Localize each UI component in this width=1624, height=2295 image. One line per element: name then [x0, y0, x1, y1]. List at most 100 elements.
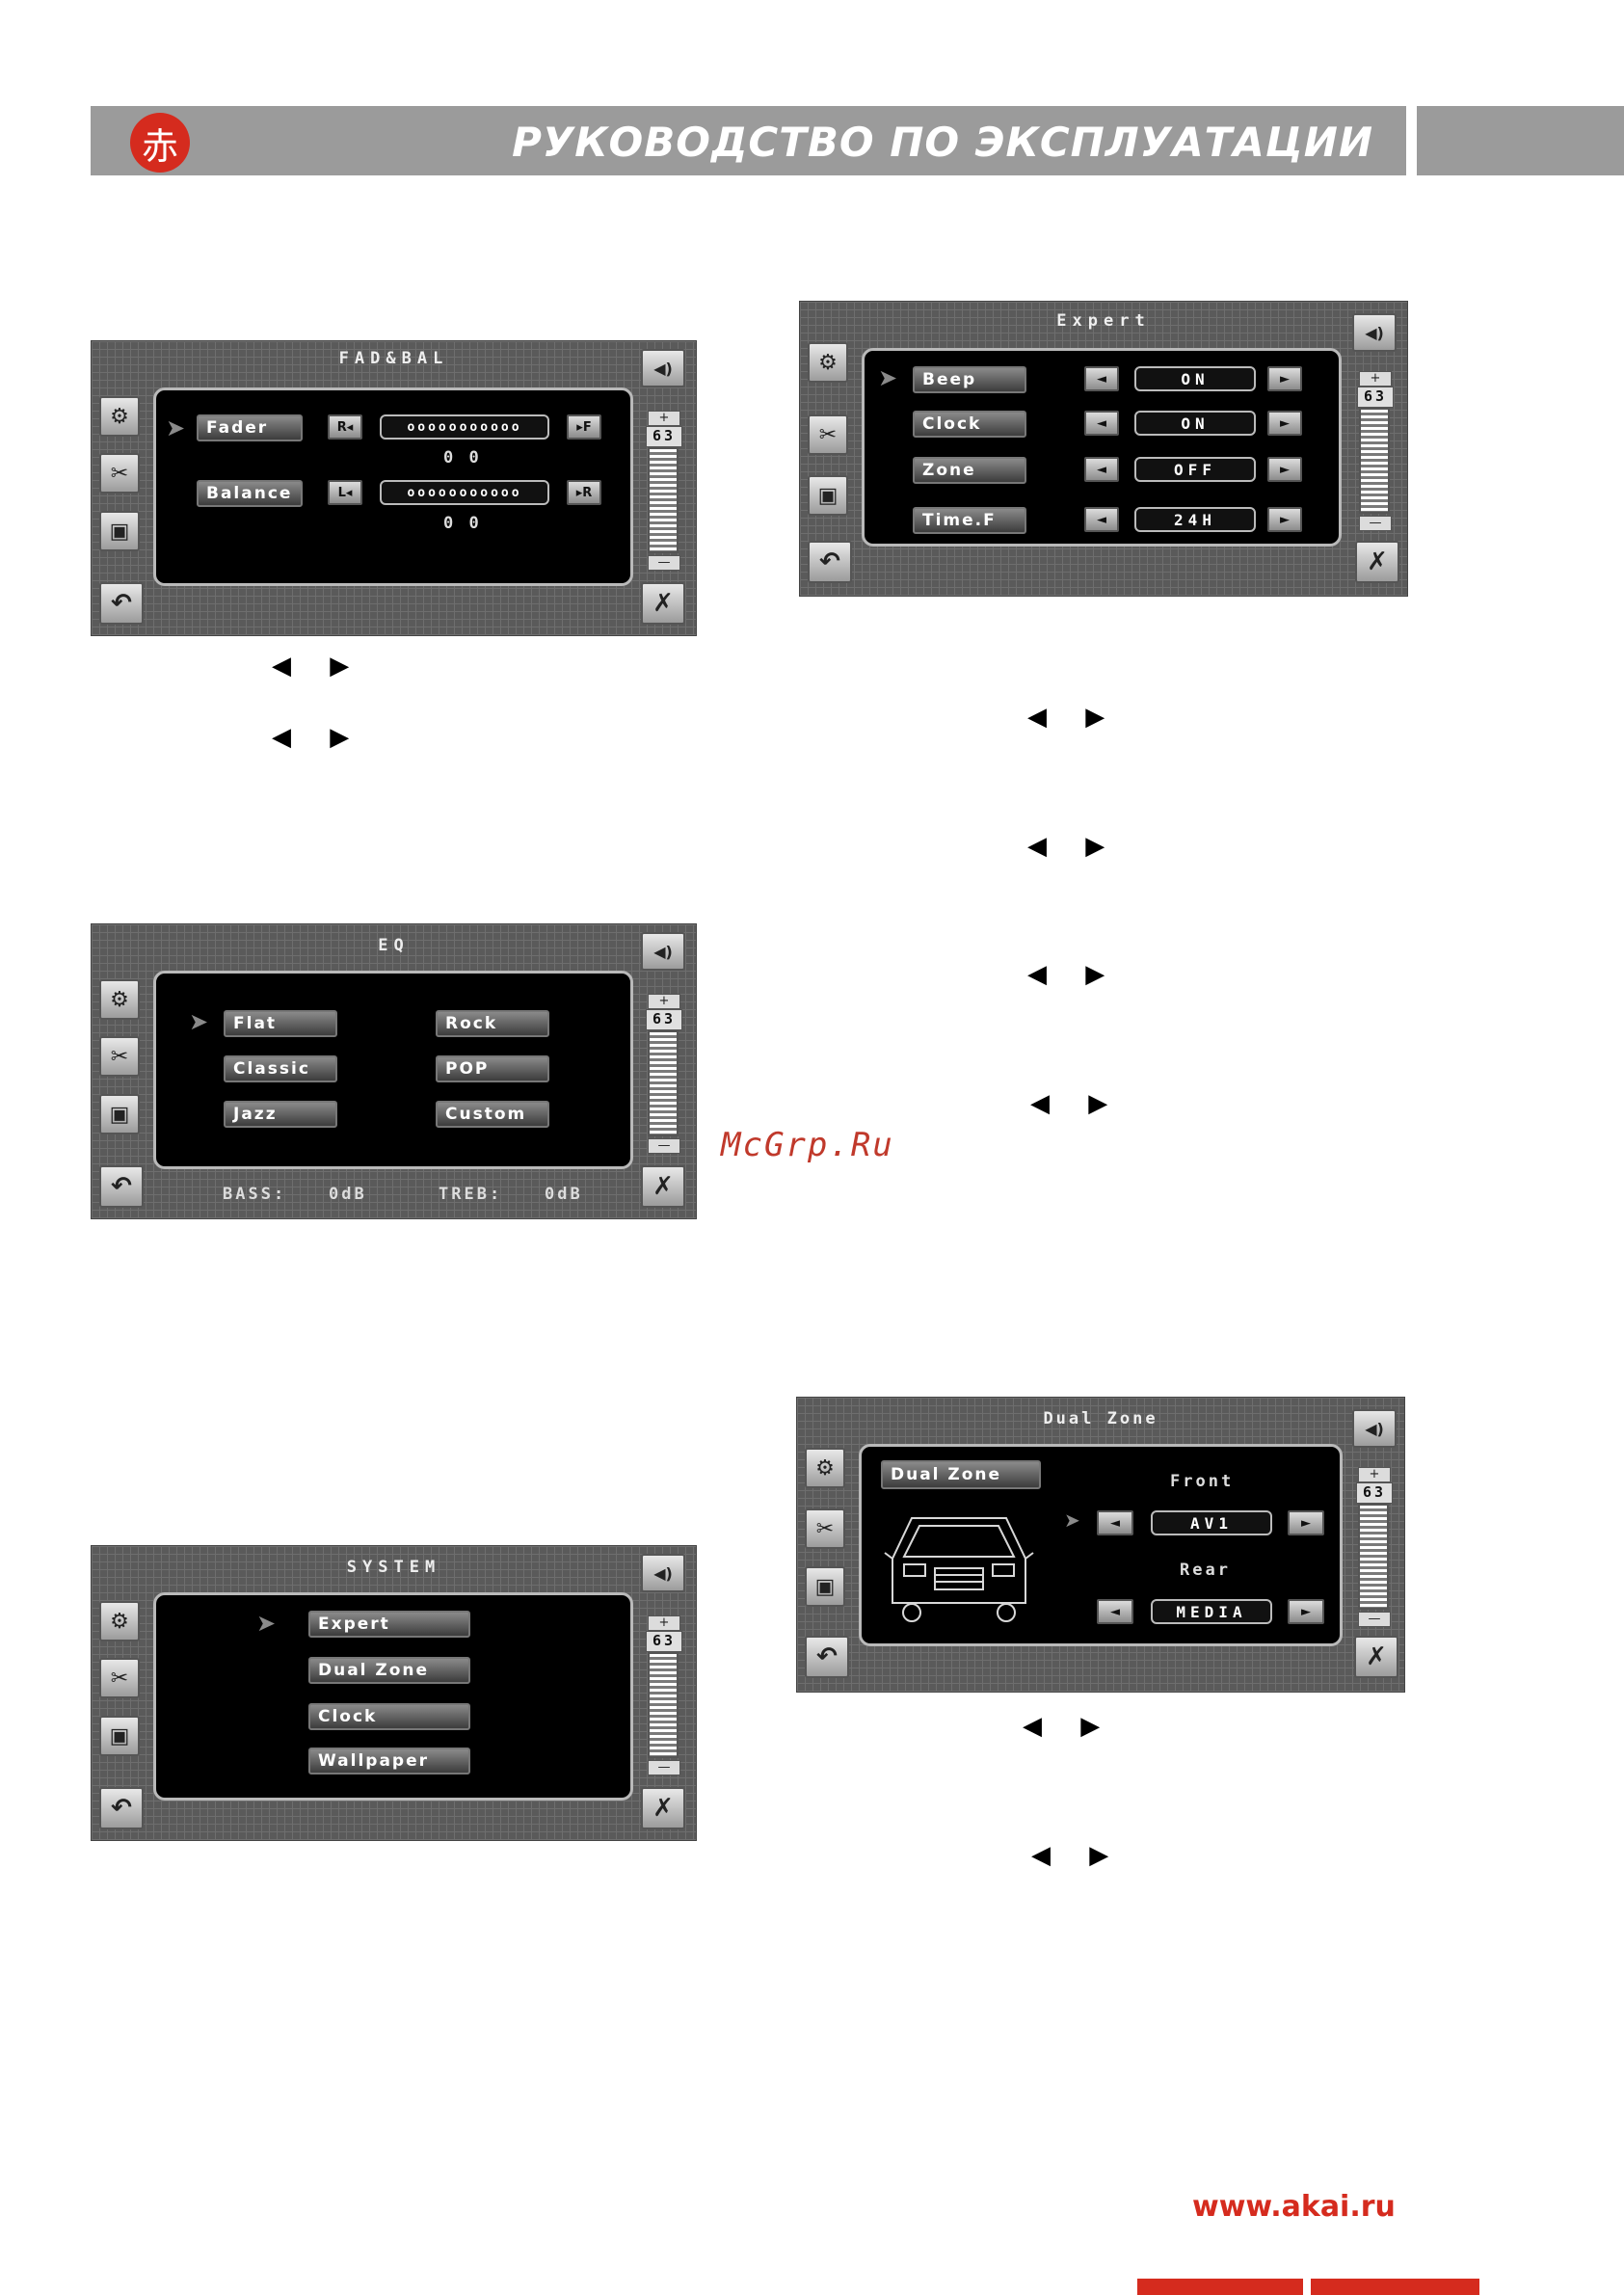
volume-minus-button[interactable]: — — [648, 555, 680, 571]
volume-plus-button[interactable]: + — [648, 1615, 680, 1631]
system-item-dual-zone[interactable]: Dual Zone — [308, 1657, 470, 1684]
settings-icon[interactable]: ⚙ — [99, 396, 140, 437]
eq-preset-classic[interactable]: Classic — [224, 1055, 337, 1082]
volume-slider[interactable] — [1358, 1504, 1389, 1610]
rear-left-button[interactable]: ◄ — [1097, 1599, 1133, 1624]
back-button[interactable]: ↶ — [99, 1165, 144, 1208]
close-button[interactable]: ✗ — [1354, 1636, 1398, 1678]
volume-plus-button[interactable]: + — [648, 411, 680, 426]
balance-left-button[interactable]: L◂ — [328, 480, 362, 505]
zone-left-button[interactable]: ◄ — [1084, 457, 1119, 482]
speaker-button[interactable]: ◀) — [1352, 313, 1397, 352]
volume-slider[interactable] — [648, 1030, 679, 1136]
speaker-button[interactable]: ◀) — [641, 932, 685, 971]
timef-left-button[interactable]: ◄ — [1084, 507, 1119, 532]
expert-title: Expert — [1056, 311, 1151, 331]
close-button[interactable]: ✗ — [641, 1787, 685, 1829]
settings-icon[interactable]: ⚙ — [99, 1601, 140, 1641]
volume-slider[interactable] — [648, 1652, 679, 1758]
close-button[interactable]: ✗ — [641, 582, 685, 625]
volume-slider[interactable] — [1359, 408, 1390, 514]
timef-right-button[interactable]: ► — [1267, 507, 1302, 532]
system-item-clock[interactable]: Clock — [308, 1703, 470, 1730]
tools-icon[interactable]: ✂ — [805, 1508, 845, 1549]
expert-clock-button[interactable]: Clock — [913, 411, 1026, 438]
tools-icon[interactable]: ✂ — [99, 1658, 140, 1698]
fader-front-button[interactable]: ▸F — [567, 414, 601, 440]
volume-slider[interactable] — [648, 447, 679, 553]
expert-timef-button[interactable]: Time.F — [913, 507, 1026, 534]
rear-right-button[interactable]: ► — [1288, 1599, 1324, 1624]
display-icon[interactable]: ▣ — [805, 1566, 845, 1607]
front-right-button[interactable]: ► — [1288, 1510, 1324, 1535]
clock-right-button[interactable]: ► — [1267, 411, 1302, 436]
system-item-wallpaper[interactable]: Wallpaper — [308, 1748, 470, 1775]
balance-right-button[interactable]: ▸R — [567, 480, 601, 505]
left-right-arrows-icon: ◀ ▶ — [1030, 1089, 1124, 1118]
volume-minus-button[interactable]: — — [648, 1760, 680, 1775]
fader-button[interactable]: Fader — [197, 414, 303, 441]
close-button[interactable]: ✗ — [1355, 541, 1399, 583]
clock-left-button[interactable]: ◄ — [1084, 411, 1119, 436]
zone-right-button[interactable]: ► — [1267, 457, 1302, 482]
system-panel: ➤ Expert Dual Zone Clock Wallpaper — [153, 1592, 633, 1801]
expert-beep-button[interactable]: Beep — [913, 366, 1026, 393]
eq-preset-custom[interactable]: Custom — [436, 1101, 549, 1128]
rear-label: Rear — [1180, 1561, 1231, 1580]
back-button[interactable]: ↶ — [99, 582, 144, 625]
back-button[interactable]: ↶ — [99, 1787, 144, 1829]
left-right-arrows-icon: ◀ ▶ — [1023, 1712, 1116, 1741]
balance-value: 0 0 — [443, 514, 482, 533]
timef-value: 24H — [1134, 507, 1256, 532]
front-left-button[interactable]: ◄ — [1097, 1510, 1133, 1535]
left-right-arrows-icon: ◀ ▶ — [1027, 832, 1121, 861]
dualzone-toggle-button[interactable]: Dual Zone — [881, 1460, 1041, 1489]
car-icon — [884, 1517, 1034, 1622]
eq-preset-jazz[interactable]: Jazz — [224, 1101, 337, 1128]
volume-plus-button[interactable]: + — [1358, 1467, 1391, 1482]
eq-preset-pop[interactable]: POP — [436, 1055, 549, 1082]
volume-plus-button[interactable]: + — [1359, 371, 1392, 387]
eq-preset-flat[interactable]: Flat — [224, 1010, 337, 1037]
page-title: РУКОВОДСТВО ПО ЭКСПЛУАТАЦИИ — [512, 119, 1373, 166]
display-icon[interactable]: ▣ — [808, 475, 848, 516]
volume-minus-button[interactable]: — — [1359, 516, 1392, 531]
speaker-button[interactable]: ◀) — [641, 349, 685, 387]
footer-url-link[interactable]: www.akai.ru — [1192, 2190, 1396, 2224]
display-icon[interactable]: ▣ — [99, 1716, 140, 1756]
system-item-expert[interactable]: Expert — [308, 1611, 470, 1638]
volume-minus-button[interactable]: — — [648, 1138, 680, 1154]
settings-icon[interactable]: ⚙ — [99, 979, 140, 1020]
fadbal-screen: FAD&BAL ◀) ⚙ ✂ ▣ ↶ ✗ + 63 — ➤ Fader R◂ o… — [91, 340, 697, 636]
eq-panel: ➤ Flat Rock Classic POP Jazz Custom — [153, 971, 633, 1169]
beep-right-button[interactable]: ► — [1267, 366, 1302, 391]
speaker-button[interactable]: ◀) — [641, 1554, 685, 1592]
tools-icon[interactable]: ✂ — [808, 414, 848, 455]
fader-value: 0 0 — [443, 448, 482, 467]
eq-title: EQ — [378, 936, 410, 955]
settings-icon[interactable]: ⚙ — [805, 1448, 845, 1488]
volume-minus-button[interactable]: — — [1358, 1612, 1391, 1627]
display-icon[interactable]: ▣ — [99, 1094, 140, 1134]
header-bar — [91, 106, 1406, 175]
expert-zone-button[interactable]: Zone — [913, 457, 1026, 484]
front-value: AV1 — [1151, 1510, 1272, 1535]
dualzone-title: Dual Zone — [1043, 1409, 1158, 1428]
balance-button[interactable]: Balance — [197, 480, 303, 507]
settings-icon[interactable]: ⚙ — [808, 342, 848, 383]
expert-panel: ➤ Beep ◄ ON ► Clock ◄ ON ► Zone ◄ OFF ► … — [862, 348, 1342, 547]
back-button[interactable]: ↶ — [808, 541, 852, 583]
tools-icon[interactable]: ✂ — [99, 1036, 140, 1077]
fader-scale[interactable]: ooooooooooo — [380, 414, 549, 440]
volume-plus-button[interactable]: + — [648, 994, 680, 1009]
left-right-arrows-icon: ◀ ▶ — [1027, 703, 1121, 732]
fader-rear-button[interactable]: R◂ — [328, 414, 362, 440]
speaker-button[interactable]: ◀) — [1352, 1409, 1397, 1448]
eq-preset-rock[interactable]: Rock — [436, 1010, 549, 1037]
beep-left-button[interactable]: ◄ — [1084, 366, 1119, 391]
close-button[interactable]: ✗ — [641, 1165, 685, 1208]
tools-icon[interactable]: ✂ — [99, 453, 140, 494]
display-icon[interactable]: ▣ — [99, 511, 140, 551]
back-button[interactable]: ↶ — [805, 1636, 849, 1678]
balance-scale[interactable]: ooooooooooo — [380, 480, 549, 505]
